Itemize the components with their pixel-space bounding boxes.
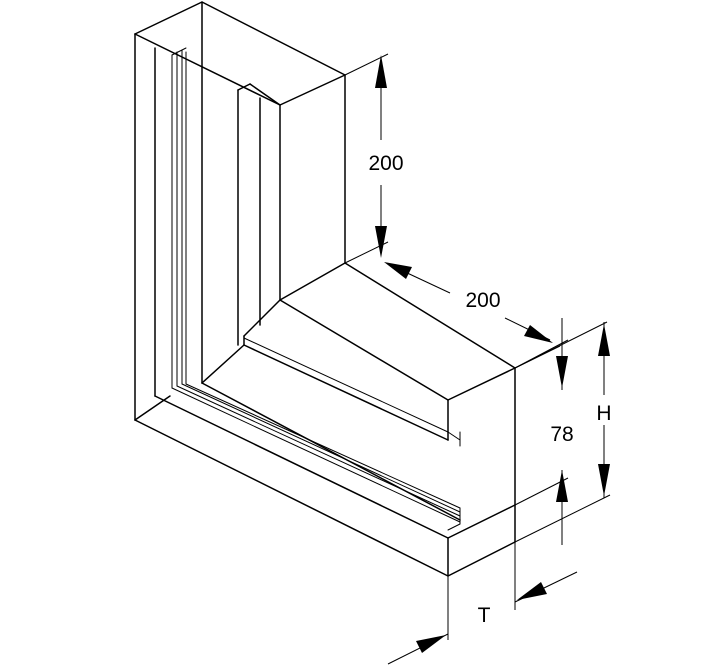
dimension-h: H <box>514 321 612 543</box>
arrow-down-icon <box>598 464 610 496</box>
arrow-down-icon <box>375 226 387 258</box>
bend-body-outline <box>134 1 516 577</box>
dimension-label-vertical: 200 <box>368 152 403 175</box>
arrow-down-icon <box>556 356 568 388</box>
dimension-t: T <box>387 542 578 665</box>
arrow-right-icon <box>416 635 446 653</box>
arrow-up-icon <box>556 470 568 502</box>
dimension-label-t: T <box>478 604 491 627</box>
arrow-up-icon <box>375 55 387 88</box>
dimension-label-horizontal: 200 <box>465 289 500 312</box>
arrow-right-icon <box>524 325 553 343</box>
arrow-left-icon <box>384 262 412 279</box>
dimension-vertical-200: 200 <box>344 53 404 264</box>
dimension-horizontal-200: 200 <box>384 262 561 369</box>
arrow-left-icon <box>517 582 547 600</box>
arrow-up-icon <box>598 324 610 356</box>
cover-lip-details <box>171 47 461 531</box>
dimension-78: 78 <box>514 318 574 545</box>
dimension-label-h: H <box>596 402 611 425</box>
dimension-label-78: 78 <box>550 423 573 446</box>
